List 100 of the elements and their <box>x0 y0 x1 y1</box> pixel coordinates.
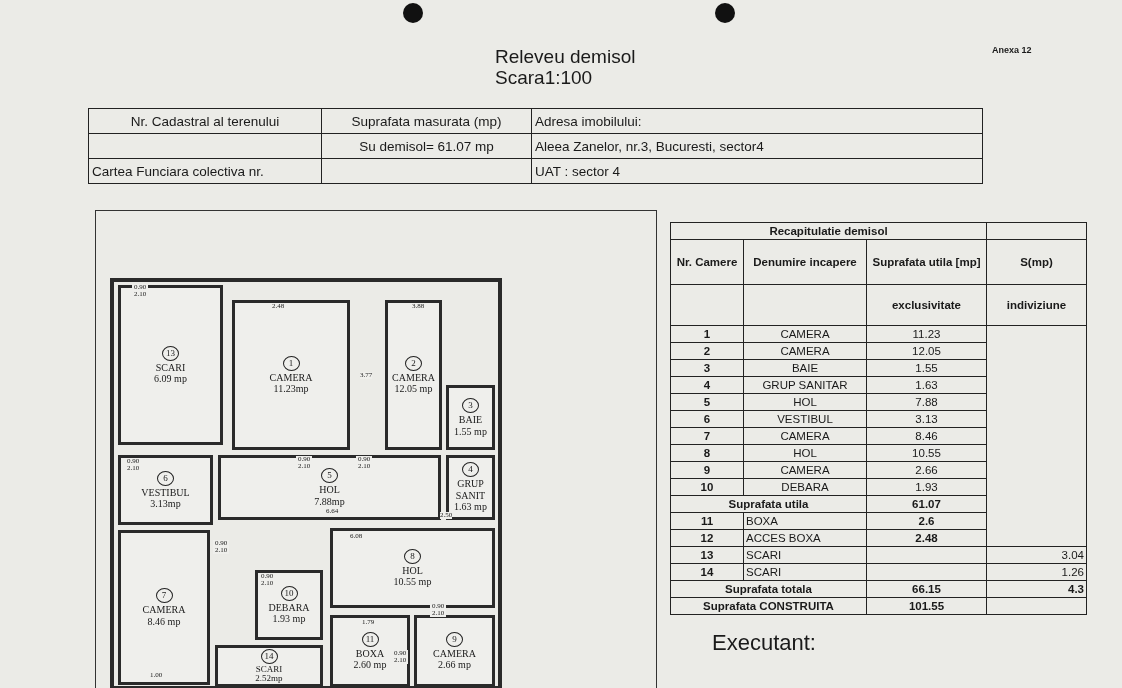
room-area: 2.60 mp <box>353 659 387 671</box>
room-name: HOL <box>793 396 817 408</box>
area-value: 101.55 <box>908 600 945 612</box>
room-name: SCARI <box>746 566 782 578</box>
room-name: VESTIBUL <box>141 486 190 498</box>
room-area: 1.63 mp <box>454 501 487 513</box>
area-value: 7.88 <box>915 396 938 408</box>
room-area: 11.23mp <box>273 383 309 395</box>
room-name: SCARI <box>746 549 782 561</box>
room-area: 1.93 mp <box>272 613 306 625</box>
room-name: CAMERA <box>269 371 313 383</box>
room-outline <box>330 528 495 608</box>
room-name: CAMERA <box>392 371 435 383</box>
room-outline <box>118 530 210 685</box>
room-area: 12.05 mp <box>394 383 433 395</box>
room-name: DEBARA <box>268 601 310 613</box>
room-area: 3.13mp <box>150 498 181 510</box>
district-text: UAT : sector 4 <box>535 163 621 179</box>
area-value: 8.46 <box>915 430 938 442</box>
room-name: HOL <box>402 564 423 576</box>
room-number: 5 <box>703 396 711 408</box>
column-header: S(mp) <box>1020 256 1053 268</box>
room-outline <box>446 385 495 450</box>
area-value: 1.55 <box>915 362 938 374</box>
room-number: 1 <box>703 328 711 340</box>
column-header: Suprafata utila [mp] <box>872 256 981 268</box>
room-area: 8.46 mp <box>147 615 181 627</box>
room-name: CAMERA <box>780 464 830 476</box>
scale-text: Scara1:100 <box>495 67 593 89</box>
room-number: 14 <box>700 566 714 578</box>
room-number: 7 <box>703 430 711 442</box>
area-value: 11.23 <box>912 328 941 340</box>
column-header: exclusivitate <box>891 299 961 311</box>
area-value: 61.07 <box>912 498 941 510</box>
room-name: GRUP SANITAR <box>762 379 848 391</box>
table-header: Adresa imobilului: <box>535 113 642 129</box>
room-outline <box>118 455 213 525</box>
room-name: CAMERA <box>780 430 830 442</box>
area-value: 2.66 <box>915 464 938 476</box>
room-name: SCARI <box>155 361 186 373</box>
room-name: BOXA <box>746 515 778 527</box>
row-label: Suprafata CONSTRUITA <box>703 600 834 612</box>
column-header: Denumire incapere <box>753 256 857 268</box>
room-name: BAIE <box>458 414 483 426</box>
room-name: CAMERA <box>433 647 476 659</box>
room-outline <box>118 285 223 445</box>
room-number: 11 <box>700 515 714 527</box>
room-number: 2 <box>703 345 711 357</box>
room-name: CAMERA <box>780 328 830 340</box>
row-label: Suprafata totala <box>725 583 812 595</box>
room-area: 7.88mp <box>314 495 345 507</box>
room-outline <box>215 645 323 687</box>
room-name: CAMERA <box>142 604 186 616</box>
room-outline <box>255 570 323 640</box>
area-value: 10.55 <box>912 447 941 459</box>
page-title: Releveu demisol <box>495 46 636 68</box>
room-area: 2.66 mp <box>438 659 471 671</box>
row-label: Suprafata utila <box>728 498 809 510</box>
area-value: 4.3 <box>1068 583 1084 595</box>
room-name: GRUP SANIT <box>454 478 487 502</box>
table-header: Nr. Cadastral al terenului <box>130 113 280 129</box>
table-header: Cartea Funciara colectiva nr. <box>92 163 264 179</box>
area-value: 3.13 <box>915 413 938 425</box>
room-name: BAIE <box>791 362 819 374</box>
room-number: 10 <box>700 481 714 493</box>
area-value: 66.15 <box>912 583 941 595</box>
room-name: HOL <box>793 447 817 459</box>
room-outline <box>385 300 442 450</box>
room-name: BOXA <box>355 647 385 659</box>
room-number: 6 <box>703 413 711 425</box>
room-outline <box>414 615 495 687</box>
area-value: 1.93 <box>915 481 938 493</box>
room-outline <box>232 300 350 450</box>
room-area: 10.55 mp <box>393 576 432 588</box>
area-value: 1.26 <box>1061 566 1084 578</box>
room-name: VESTIBUL <box>777 413 833 425</box>
table-header: Suprafata masurata (mp) <box>351 113 502 129</box>
room-number: 3 <box>703 362 711 374</box>
annex-number: Anexa 12 <box>992 45 1032 55</box>
room-name: DEBARA <box>781 481 829 493</box>
room-number: 8 <box>703 447 711 459</box>
room-outline <box>218 455 441 520</box>
room-area: 1.55 mp <box>454 425 487 437</box>
area-value: Su demisol= 61.07 mp <box>359 138 494 154</box>
area-value: 2.6 <box>918 515 935 527</box>
room-name: CAMERA <box>780 345 830 357</box>
room-area: 6.09 mp <box>154 373 187 385</box>
room-number: 9 <box>703 464 711 476</box>
column-header: indiviziune <box>1006 299 1067 311</box>
room-name: HOL <box>319 484 340 496</box>
room-outline <box>330 615 410 687</box>
area-value: 1.63 <box>915 379 938 391</box>
address-text: Aleea Zanelor, nr.3, Bucuresti, sector4 <box>535 138 764 154</box>
signature-label: Executant: <box>712 630 816 656</box>
area-value: 2.48 <box>915 532 938 544</box>
area-value: 3.04 <box>1061 549 1084 561</box>
room-number: 4 <box>703 379 711 391</box>
column-header: Nr. Camere <box>676 256 738 268</box>
room-number: 12 <box>700 532 714 544</box>
room-area: 2.52mp <box>255 674 283 683</box>
